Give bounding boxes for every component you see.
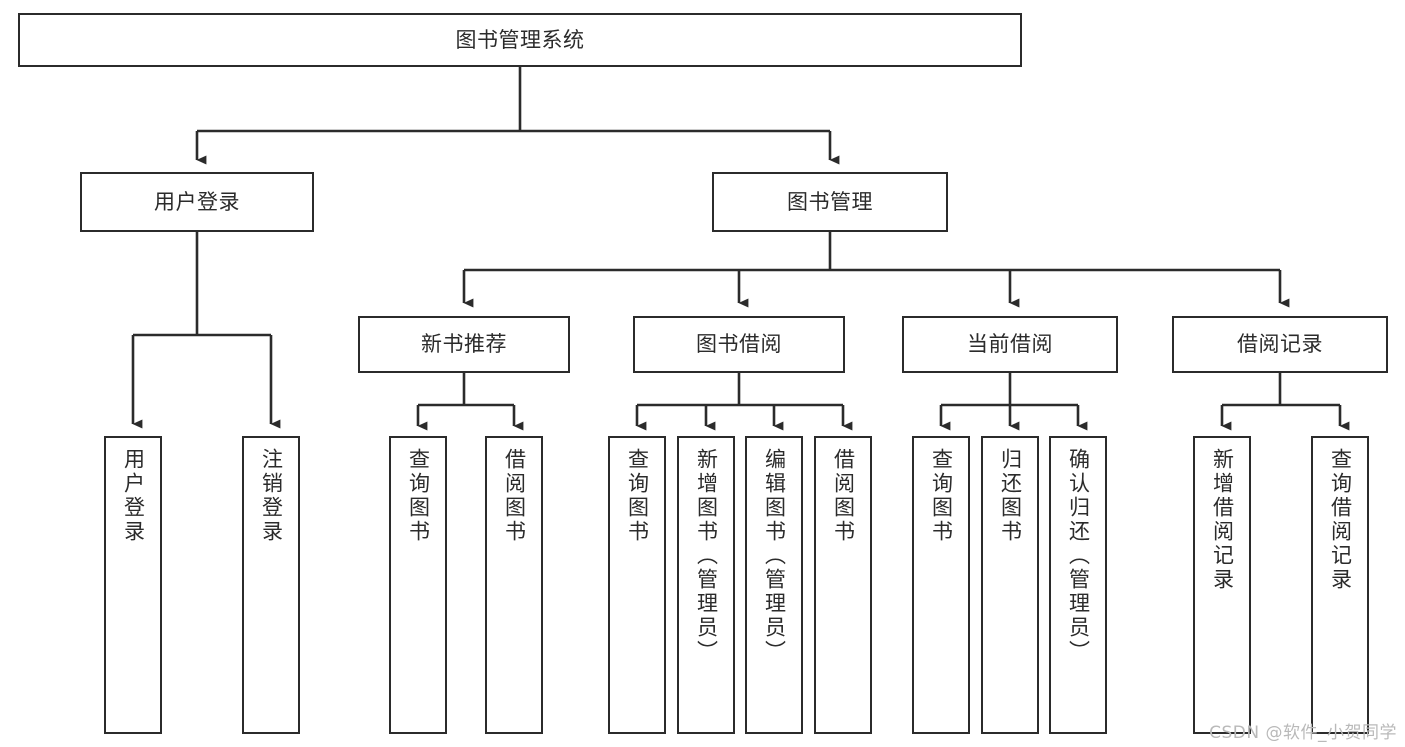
node-label: 注销登录 [259,448,284,544]
node-borrow-records[interactable]: 借阅记录 [1172,316,1388,373]
node-label: 图书管理系统 [455,27,585,52]
node-label: 用户登录 [154,189,240,214]
node-label: 查询图书 [929,448,954,544]
leaf-query-borrow-record[interactable]: 查询借阅记录 [1311,436,1369,734]
node-label: 图书借阅 [696,332,782,357]
node-label: 当前借阅 [967,332,1053,357]
node-label: 新增图书（管理员） [694,448,719,664]
node-label: 编辑图书（管理员） [762,448,787,664]
leaf-query-books-borrow[interactable]: 查询图书 [608,436,666,734]
leaf-query-books-recommend[interactable]: 查询图书 [389,436,447,734]
node-user-login[interactable]: 用户登录 [80,172,314,232]
node-label: 借阅图书 [831,448,856,544]
leaf-user-logout[interactable]: 注销登录 [242,436,300,734]
csdn-watermark: CSDN @软件_小贺同学 [1209,723,1397,743]
node-book-management[interactable]: 图书管理 [712,172,948,232]
leaf-user-login[interactable]: 用户登录 [104,436,162,734]
node-label: 借阅记录 [1237,332,1323,357]
node-label: 查询图书 [625,448,650,544]
leaf-query-books-current[interactable]: 查询图书 [912,436,970,734]
node-label: 确认归还（管理员） [1066,448,1091,664]
node-label: 借阅图书 [502,448,527,544]
leaf-borrow-books[interactable]: 借阅图书 [814,436,872,734]
leaf-return-books[interactable]: 归还图书 [981,436,1039,734]
node-current-borrow[interactable]: 当前借阅 [902,316,1118,373]
node-label: 查询借阅记录 [1328,448,1353,592]
node-new-book-recommend[interactable]: 新书推荐 [358,316,570,373]
node-book-borrow[interactable]: 图书借阅 [633,316,845,373]
leaf-add-book-admin[interactable]: 新增图书（管理员） [677,436,735,734]
node-root-book-management-system[interactable]: 图书管理系统 [18,13,1022,67]
node-label: 图书管理 [787,189,873,214]
node-label: 归还图书 [998,448,1023,544]
node-label: 新书推荐 [421,332,507,357]
node-label: 查询图书 [406,448,431,544]
leaf-edit-book-admin[interactable]: 编辑图书（管理员） [745,436,803,734]
node-label: 用户登录 [121,448,146,544]
leaf-borrow-books-recommend[interactable]: 借阅图书 [485,436,543,734]
leaf-add-borrow-record[interactable]: 新增借阅记录 [1193,436,1251,734]
leaf-confirm-return-admin[interactable]: 确认归还（管理员） [1049,436,1107,734]
node-label: 新增借阅记录 [1210,448,1235,592]
